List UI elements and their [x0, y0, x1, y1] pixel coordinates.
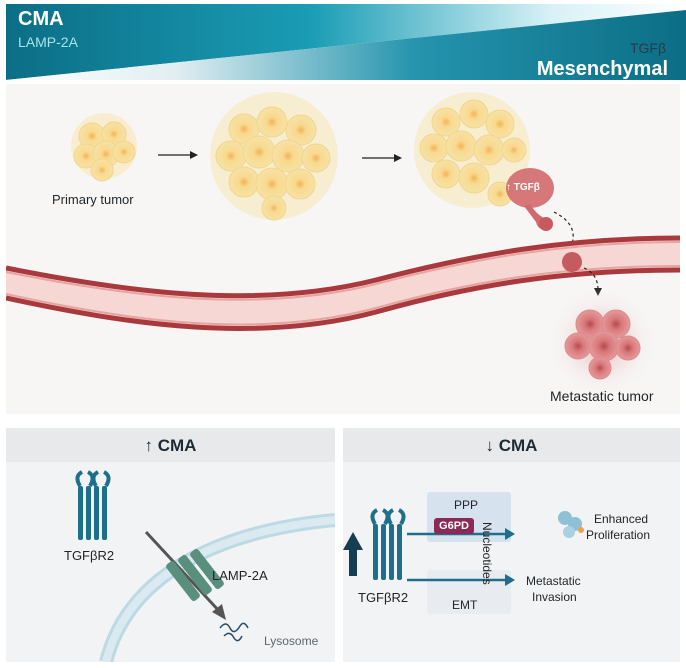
banner-cma-title: CMA [18, 8, 64, 30]
left-receptor-label: TGFβR2 [64, 548, 115, 563]
invasive-tumor-icon [414, 92, 554, 231]
tgfbr2-receptor-icon-right [370, 508, 406, 580]
emt-label: EMT [452, 598, 478, 612]
metastatic-tumor-label: Metastatic tumor [550, 388, 654, 404]
header-banner [6, 4, 686, 80]
lamp2a-icon [166, 549, 224, 601]
banner-mesenchymal-title: Mesenchymal [536, 58, 668, 80]
g6pd-label: G6PD [434, 518, 474, 534]
left-panel-illustration [75, 470, 335, 662]
metastatic-tumor-icon [546, 286, 658, 398]
upregulation-arrow-icon [343, 532, 363, 576]
proliferation-cells-icon [558, 511, 584, 538]
nucleotides-label: Nucleotides [480, 522, 494, 585]
banner-lamp-subtitle: LAMP-2A [18, 34, 78, 50]
right-panel-header-bg [343, 428, 680, 462]
lysosome-label: Lysosome [264, 634, 319, 648]
tgf-badge: ↑ TGFβ [506, 182, 540, 193]
right-panel-illustration [343, 492, 584, 614]
proliferation-label: Proliferation [586, 528, 651, 542]
enhanced-label: Enhanced [594, 512, 649, 526]
growing-tumor-icon [210, 92, 338, 221]
g6pd-badge: G6PD [434, 518, 474, 534]
progression-illustration [6, 92, 680, 398]
left-panel-header: ↑ CMA [144, 436, 197, 455]
degraded-protein-icon [219, 622, 249, 642]
right-panel-header: ↓ CMA [485, 436, 538, 455]
left-panel-header-bg [6, 428, 335, 462]
blood-vessel-icon [6, 235, 680, 331]
metastatic-invasion-label-1: Metastatic [526, 574, 581, 588]
banner-tgf-title: TGFβ [629, 40, 666, 56]
primary-tumor-label: Primary tumor [52, 192, 134, 207]
left-panel [6, 428, 335, 662]
lamp2a-label: LAMP-2A [212, 568, 268, 583]
right-receptor-label: TGFβR2 [358, 590, 409, 605]
primary-tumor-icon [71, 113, 137, 182]
metastatic-invasion-label-2: Invasion [532, 590, 577, 604]
ppp-label: PPP [454, 498, 479, 512]
tgfbr2-receptor-icon [75, 470, 111, 540]
